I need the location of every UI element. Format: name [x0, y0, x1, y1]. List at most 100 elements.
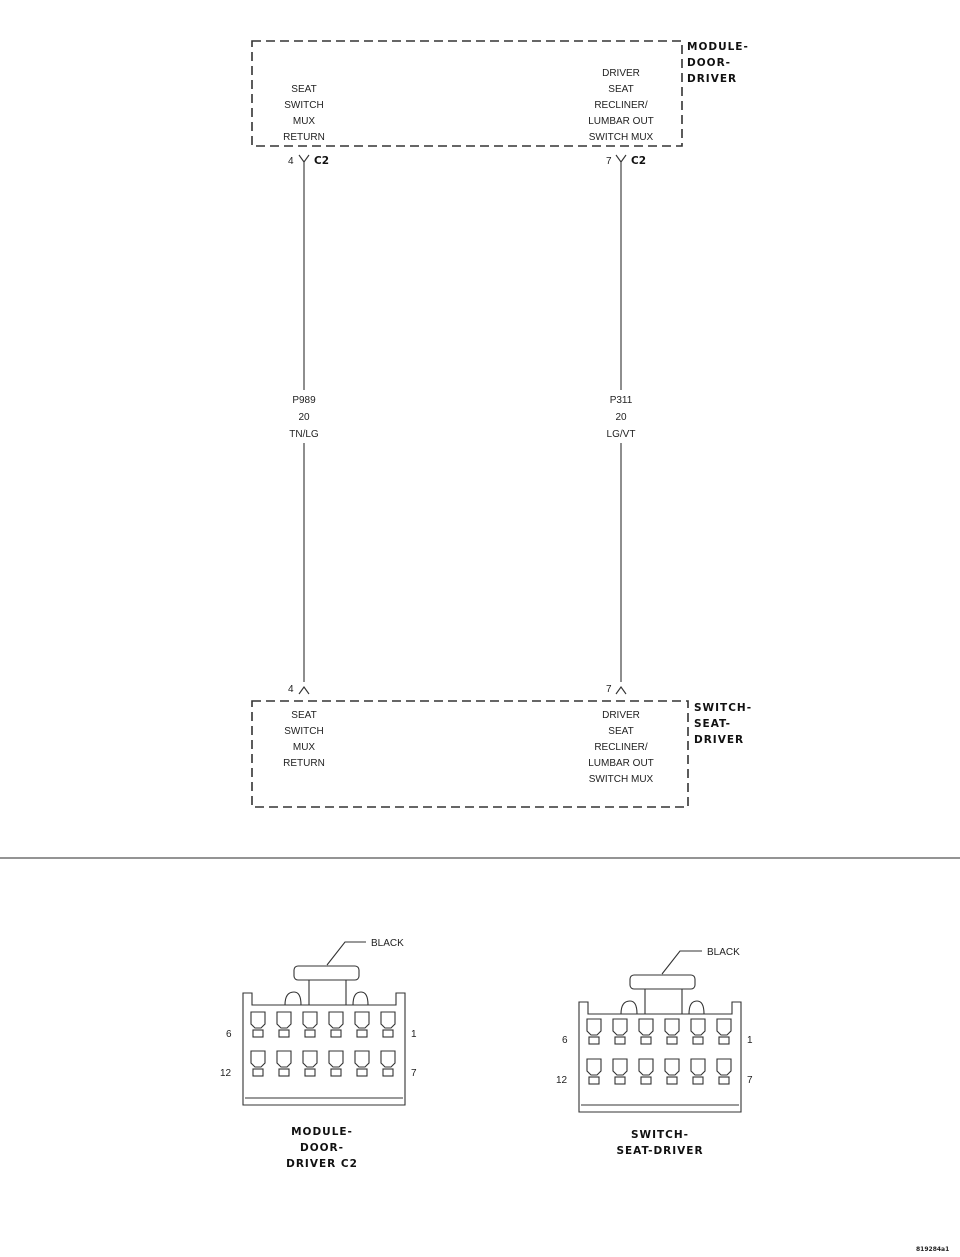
connector-2-latch-stem: [644, 989, 683, 1015]
connector-2-pin-1: 1: [747, 1035, 753, 1046]
connector-view-switch-seat-driver: BLACK 6 1 12 7 SWITCH- SEAT-DRIVER: [556, 947, 753, 1157]
cavity-terminal: [718, 1036, 730, 1045]
wire-p311-gauge: 20: [615, 412, 627, 423]
top-right-circuit-line-1: DRIVER: [602, 68, 640, 79]
cavity-terminal: [304, 1029, 316, 1038]
cavity-outline: [380, 1050, 396, 1068]
bottom-right-circuit-line-2: SEAT: [608, 726, 633, 737]
module-door-driver: MODULE- DOOR- DRIVER SEAT SWITCH MUX RET…: [251, 40, 749, 167]
cavity-outline: [276, 1050, 292, 1068]
cavity-terminal: [640, 1036, 652, 1045]
wire-p311-id: P311: [610, 395, 633, 406]
cavity-terminal: [614, 1076, 626, 1085]
switch-seat-driver: 4 7 SWITCH- SEAT- DRIVER SEAT SWITCH MUX…: [251, 684, 751, 808]
connector-1-latch-stem: [308, 980, 347, 1006]
connector-2-pin-12: 12: [556, 1075, 568, 1086]
cavity-terminal: [614, 1036, 626, 1045]
cavity-outline: [690, 1018, 706, 1036]
wire-p311-color: LG/VT: [607, 429, 636, 440]
connector-1-leader: [326, 941, 366, 966]
top-right-circuit-line-4: LUMBAR OUT: [588, 116, 654, 127]
connector-1-latch-arm-left: [284, 991, 302, 1006]
top-left-circuit-line-2: SWITCH: [284, 100, 323, 111]
cavity-outline: [612, 1018, 628, 1036]
cavity-terminal: [252, 1068, 264, 1077]
connector-2-leader: [661, 950, 702, 975]
cavity-terminal: [382, 1068, 394, 1077]
cavity-terminal: [356, 1029, 368, 1038]
cavity-terminal: [718, 1076, 730, 1085]
bottom-right-pin-number: 7: [606, 684, 612, 695]
cavity-outline: [328, 1011, 344, 1029]
top-right-connector-id: C2: [631, 155, 646, 167]
cavity-outline: [250, 1011, 266, 1029]
top-right-pin-number: 7: [606, 156, 612, 167]
bottom-left-circuit-line-4: RETURN: [283, 758, 325, 769]
cavity-outline: [586, 1058, 602, 1076]
connector-1-pin-6: 6: [226, 1029, 232, 1040]
connector-1-pin-1: 1: [411, 1029, 417, 1040]
cavity-terminal: [330, 1029, 342, 1038]
bottom-left-circuit-line-2: SWITCH: [284, 726, 323, 737]
bottom-right-terminal-icon: [615, 686, 627, 695]
cavity-terminal: [588, 1076, 600, 1085]
top-right-terminal-icon: [615, 154, 627, 163]
cavity-terminal: [588, 1036, 600, 1045]
connector-2-latch-arm-left: [620, 1000, 638, 1015]
connector-1-pin-12: 12: [220, 1068, 232, 1079]
cavity-outline: [690, 1058, 706, 1076]
cavity-terminal: [278, 1068, 290, 1077]
cavity-outline: [302, 1050, 318, 1068]
top-right-circuit-line-3: RECLINER/: [594, 100, 648, 111]
cavity-outline: [664, 1018, 680, 1036]
bottom-left-circuit-line-1: SEAT: [291, 710, 316, 721]
connector-2-caption-2: SEAT-DRIVER: [616, 1145, 703, 1157]
cavity-outline: [716, 1058, 732, 1076]
cavity-outline: [638, 1018, 654, 1036]
wire-p989-gauge: 20: [298, 412, 310, 423]
cavity-terminal: [666, 1076, 678, 1085]
cavity-terminal: [304, 1068, 316, 1077]
switch-seat-driver-outline: [251, 700, 689, 808]
connector-1-color-label: BLACK: [371, 938, 404, 949]
bottom-right-circuit-line-4: LUMBAR OUT: [588, 758, 654, 769]
cavity-outline: [354, 1011, 370, 1029]
connector-1-caption-1: MODULE-: [291, 1126, 353, 1138]
connector-1-caption-3: DRIVER C2: [286, 1158, 358, 1170]
cavity-outline: [328, 1050, 344, 1068]
module-top-title-1: MODULE-: [687, 41, 749, 53]
connector-view-module-door-driver-c2: BLACK 6 1 12 7 MODULE- DOOR- DRIVER C2: [220, 938, 417, 1170]
connector-1-caption-2: DOOR-: [300, 1142, 344, 1154]
cavity-outline: [276, 1011, 292, 1029]
cavity-terminal: [252, 1029, 264, 1038]
cavity-terminal: [278, 1029, 290, 1038]
bottom-right-circuit-line-1: DRIVER: [602, 710, 640, 721]
top-left-circuit-line-1: SEAT: [291, 84, 316, 95]
top-left-connector-id: C2: [314, 155, 329, 167]
cavity-terminal: [356, 1068, 368, 1077]
bottom-right-circuit-line-5: SWITCH MUX: [589, 774, 654, 785]
connector-1-cavities: [250, 1011, 396, 1077]
wire-p311: P311 20 LG/VT: [607, 162, 636, 682]
cavity-terminal: [382, 1029, 394, 1038]
connector-2-cavities: [586, 1018, 732, 1085]
connector-2-pin-6: 6: [562, 1035, 568, 1046]
cavity-outline: [716, 1018, 732, 1036]
connector-1-pin-7: 7: [411, 1068, 417, 1079]
connector-1-latch-arm-right: [352, 991, 369, 1006]
cavity-outline: [612, 1058, 628, 1076]
connector-1-body: [242, 992, 406, 1106]
top-left-circuit-line-4: RETURN: [283, 132, 325, 143]
connector-2-caption-1: SWITCH-: [631, 1129, 689, 1141]
cavity-outline: [380, 1011, 396, 1029]
module-bottom-title-3: DRIVER: [694, 734, 744, 746]
cavity-outline: [302, 1011, 318, 1029]
cavity-outline: [354, 1050, 370, 1068]
top-left-pin-number: 4: [288, 156, 294, 167]
connector-2-color-label: BLACK: [707, 947, 740, 958]
cavity-outline: [586, 1018, 602, 1036]
bottom-left-terminal-icon: [298, 686, 310, 695]
wire-p989-id: P989: [292, 395, 316, 406]
figure-code: 819284a1: [916, 1246, 949, 1253]
